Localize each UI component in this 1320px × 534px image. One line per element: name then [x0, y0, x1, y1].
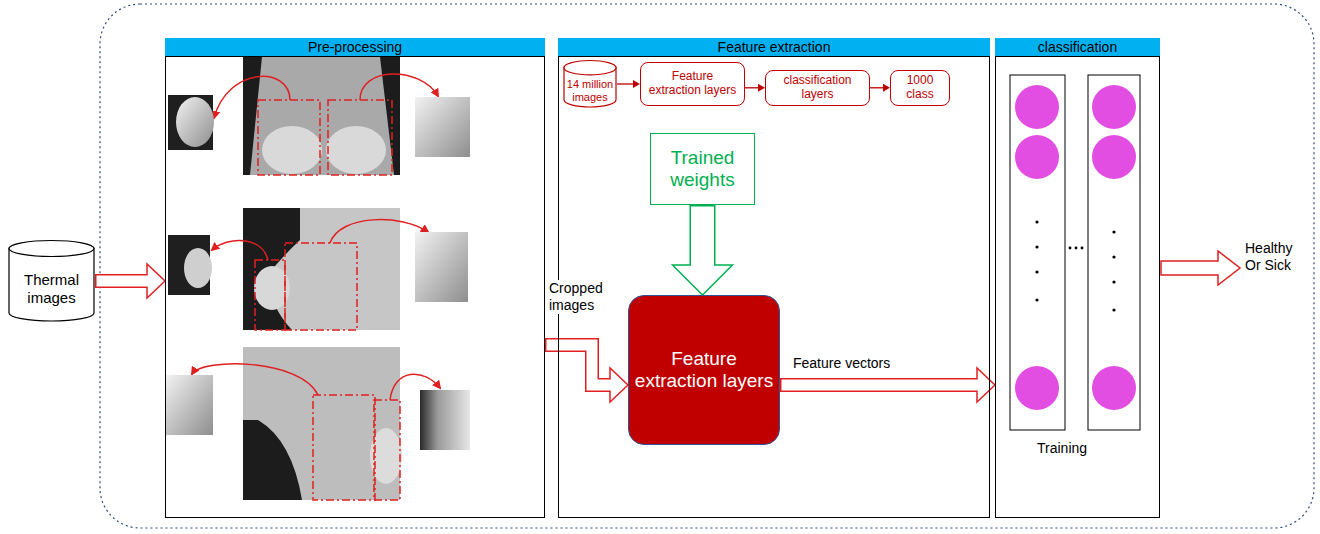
edge-label: Feature vectors: [792, 355, 891, 372]
breast: [262, 126, 322, 174]
ellipsis-dot: [1112, 280, 1115, 283]
connector-line: [870, 87, 883, 88]
neuron: [1015, 366, 1059, 410]
ellipsis-dot: [1069, 247, 1072, 250]
panel-header: Feature extraction: [558, 38, 990, 56]
panel-body: [558, 56, 990, 518]
process-box: Feature extraction layers: [640, 62, 745, 106]
crop-box: [258, 100, 320, 175]
neuron: [1092, 85, 1136, 129]
system-boundary: [100, 4, 1314, 528]
cylinder-top: [9, 241, 94, 257]
block-arrow-fill: [547, 345, 613, 385]
arrow-head: [633, 80, 640, 88]
arrow-head: [758, 84, 765, 92]
node-label: Feature extraction layers: [633, 348, 775, 392]
connector-line: [745, 87, 758, 88]
block-arrow-fill: [97, 276, 150, 287]
process-box: classification layers: [765, 70, 870, 106]
connector: [745, 84, 765, 92]
breast: [326, 126, 386, 174]
ellipsis-dot: [1075, 247, 1078, 250]
crop-arrow: [212, 241, 268, 260]
ellipsis-dot: [1035, 220, 1038, 223]
block-arrow-head: [977, 368, 995, 402]
block-arrow-fill: [691, 207, 714, 268]
node-label: 1000 class: [895, 74, 945, 102]
ellipsis-dot: [1112, 230, 1115, 233]
crop-box: [328, 100, 392, 175]
stage-panel: Pre-processing: [165, 38, 545, 518]
crop-box: [255, 260, 285, 330]
stage-panel: Feature extraction14 million imagesFeatu…: [558, 38, 990, 518]
neuron: [1092, 135, 1136, 179]
ellipsis-dot: [1081, 247, 1084, 250]
neuron-layer: [1010, 75, 1065, 430]
panel-body: [165, 56, 545, 518]
neuron-layer: [1088, 75, 1140, 430]
node-label: 14 million images: [565, 78, 615, 103]
connector: [780, 368, 995, 402]
neuron: [1015, 135, 1059, 179]
node-label: Thermal images: [10, 271, 93, 306]
crop-box: [374, 400, 400, 500]
model-box: Feature extraction layers: [628, 295, 780, 445]
node-label: Trained weights: [655, 147, 750, 191]
ellipsis-dot: [1035, 245, 1038, 248]
crop-box: [285, 243, 357, 330]
crop-thumbnail: [166, 375, 213, 435]
block-arrow-head: [147, 264, 165, 298]
weights-box: Trained weights: [650, 133, 755, 205]
cylinder-body: [9, 248, 94, 321]
data-store: Thermal images: [8, 240, 95, 322]
ellipsis-dot: [1035, 298, 1038, 301]
block-arrow-fill: [782, 380, 980, 391]
block-arrow-head: [610, 368, 628, 402]
connector: [95, 264, 165, 298]
torso: [269, 208, 400, 330]
ellipsis-dot: [1112, 308, 1115, 311]
arrow-head: [883, 84, 890, 92]
crop-thumbnail: [415, 232, 468, 302]
connector: [870, 84, 890, 92]
data-store: 14 million images: [563, 60, 617, 108]
output-label: Healthy Or Sick: [1245, 240, 1292, 274]
connector: [617, 80, 640, 88]
cylinder-top: [564, 61, 616, 75]
connector: [673, 205, 733, 295]
node-label: classification layers: [770, 74, 865, 102]
breast: [176, 97, 214, 147]
crop-thumbnail: [420, 390, 470, 450]
output-arrow: [1161, 251, 1240, 285]
torso: [250, 57, 394, 175]
edge-label: Cropped images: [548, 280, 604, 314]
block-arrow-head: [673, 265, 733, 295]
panel-header: classification: [995, 38, 1160, 56]
crop-thumbnail: [168, 95, 213, 150]
block-arrow-outline: [545, 345, 610, 385]
crop-box: [313, 395, 375, 500]
ellipsis-dot: [1035, 270, 1038, 273]
crop-arrow: [214, 76, 290, 118]
neuron: [1092, 366, 1136, 410]
crop-thumbnail: [415, 97, 470, 157]
stage-panel: classificationTraining: [995, 38, 1160, 518]
connector-line: [617, 83, 633, 84]
panel-header: Pre-processing: [165, 38, 545, 56]
process-box: 1000 class: [890, 70, 950, 106]
breast: [184, 248, 212, 288]
panel-caption: Training: [1037, 440, 1087, 457]
neuron: [1015, 85, 1059, 129]
thermal-photo: [243, 208, 400, 330]
ellipsis-dot: [1112, 255, 1115, 258]
crop-arrow: [330, 220, 428, 243]
thermal-photo: [243, 57, 400, 175]
crop-arrow: [360, 74, 438, 100]
node-label: Feature extraction layers: [645, 70, 740, 98]
